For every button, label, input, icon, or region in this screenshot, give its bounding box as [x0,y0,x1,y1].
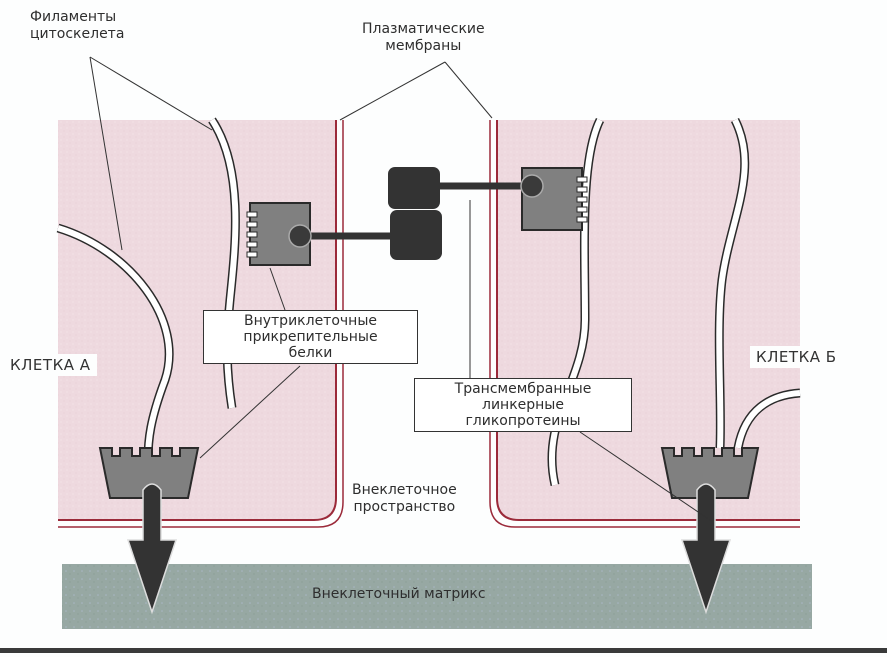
matrix-anchor-a [98,447,200,615]
bottom-border [0,648,887,653]
cell-b-membrane-inner [489,120,800,528]
label-line: Трансмембранные [454,381,592,397]
label-line: пространство [353,499,456,515]
label-line: Внутриклеточные [243,313,377,329]
label-line: Внеклеточное [352,482,457,498]
leader-protein-a [269,267,286,311]
leader-membrane-b [444,61,493,119]
leader-anchor-a [199,365,301,459]
cytoskeleton-filaments [56,117,801,487]
linker-glycoprotein-a [288,210,442,260]
label-intracellular-attachment-proteins: Внутриклеточные прикрепительные белки [203,310,418,364]
label-transmembrane-linker-glycoproteins: Трансмембранные линкерные гликопротеины [414,378,632,432]
cell-a-membrane-inner [58,120,344,528]
linker-glycoprotein-b [388,167,544,209]
leader-filament-a2 [89,56,213,131]
label-plasma-membranes: Плазматические мембраны [362,21,485,55]
leader-lines [89,56,711,521]
label-line: прикрепительные [243,329,378,345]
label-cytoskeleton-filaments: Филаменты цитоскелета [30,9,124,43]
extracellular-matrix-band [62,564,812,629]
matrix-anchor-b [660,447,760,615]
label-line: линкерные [482,397,564,413]
label-extracellular-matrix: Внеклеточный матрикс [312,586,486,602]
label-line: Филаменты [30,9,117,25]
label-extracellular-space: Внеклеточное пространство [352,482,457,516]
cell-b-membrane-outer [496,120,800,521]
arrow-b [680,483,732,615]
cell-a-membrane-outer [58,120,337,521]
filament-b3 [733,388,801,449]
filament-a1 [56,223,174,461]
label-cell-a: КЛЕТКА А [4,354,97,376]
label-cell-b: КЛЕТКА Б [750,346,843,368]
arrow-a [126,483,178,615]
label-line: гликопротеины [465,413,581,429]
filament-b2 [714,117,750,449]
label-line: Плазматические [362,21,485,37]
leader-glycoprotein-b [579,431,711,521]
label-line: белки [288,345,333,361]
leader-membrane-a [339,61,446,121]
label-line: цитоскелета [30,26,125,42]
filament-a2 [208,117,240,409]
leader-filament-a1 [89,56,123,251]
label-line: мембраны [385,38,462,54]
